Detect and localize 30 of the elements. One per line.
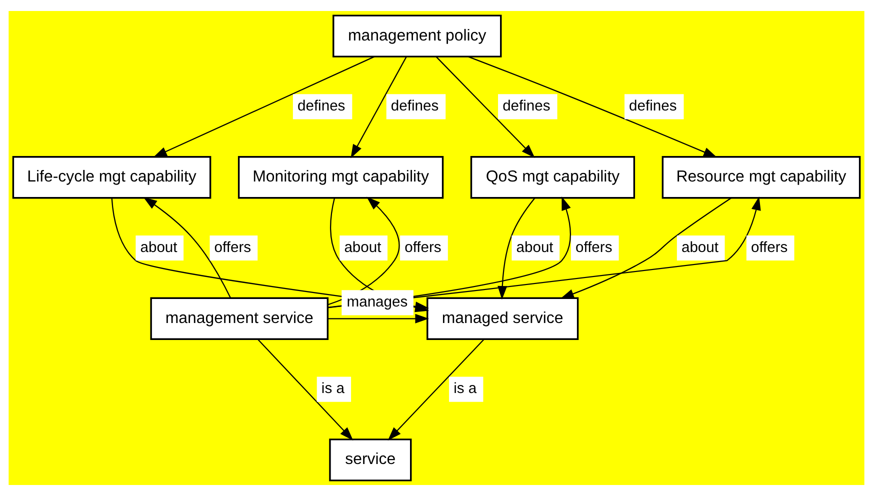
edge-label: offers: [576, 239, 612, 256]
node-box: management policy: [332, 14, 502, 57]
node-box: service: [329, 438, 412, 481]
arrow: [328, 313, 429, 323]
edge-label: defines: [629, 98, 677, 114]
node-box: management service: [150, 296, 329, 340]
arrow: [468, 56, 718, 157]
node-box: Resource mgt capability: [662, 156, 861, 198]
arrow: [153, 56, 375, 157]
edge-label: about: [140, 239, 178, 256]
edge-label: offers: [750, 239, 788, 256]
edge-label: manages: [346, 294, 408, 310]
edge-label: defines: [297, 98, 346, 114]
edge-label: about: [681, 239, 719, 256]
arrow: [143, 196, 232, 298]
edge-label: defines: [390, 98, 439, 114]
edge-label: is a: [454, 380, 477, 397]
arrow: [350, 56, 407, 158]
edge-label: about: [516, 239, 554, 256]
edge-label: offers: [404, 239, 442, 256]
arrow: [560, 197, 732, 298]
node-box: Monitoring mgt capability: [238, 156, 444, 198]
node-box: Life-cycle mgt capability: [12, 156, 212, 198]
arrow: [436, 56, 535, 158]
edge-label: defines: [502, 98, 550, 114]
node-box: QoS mgt capability: [470, 156, 636, 198]
edge-label: offers: [214, 239, 252, 256]
edge-label: about: [344, 239, 382, 256]
edge-label: is a: [321, 380, 344, 397]
node-box: managed service: [426, 296, 579, 340]
